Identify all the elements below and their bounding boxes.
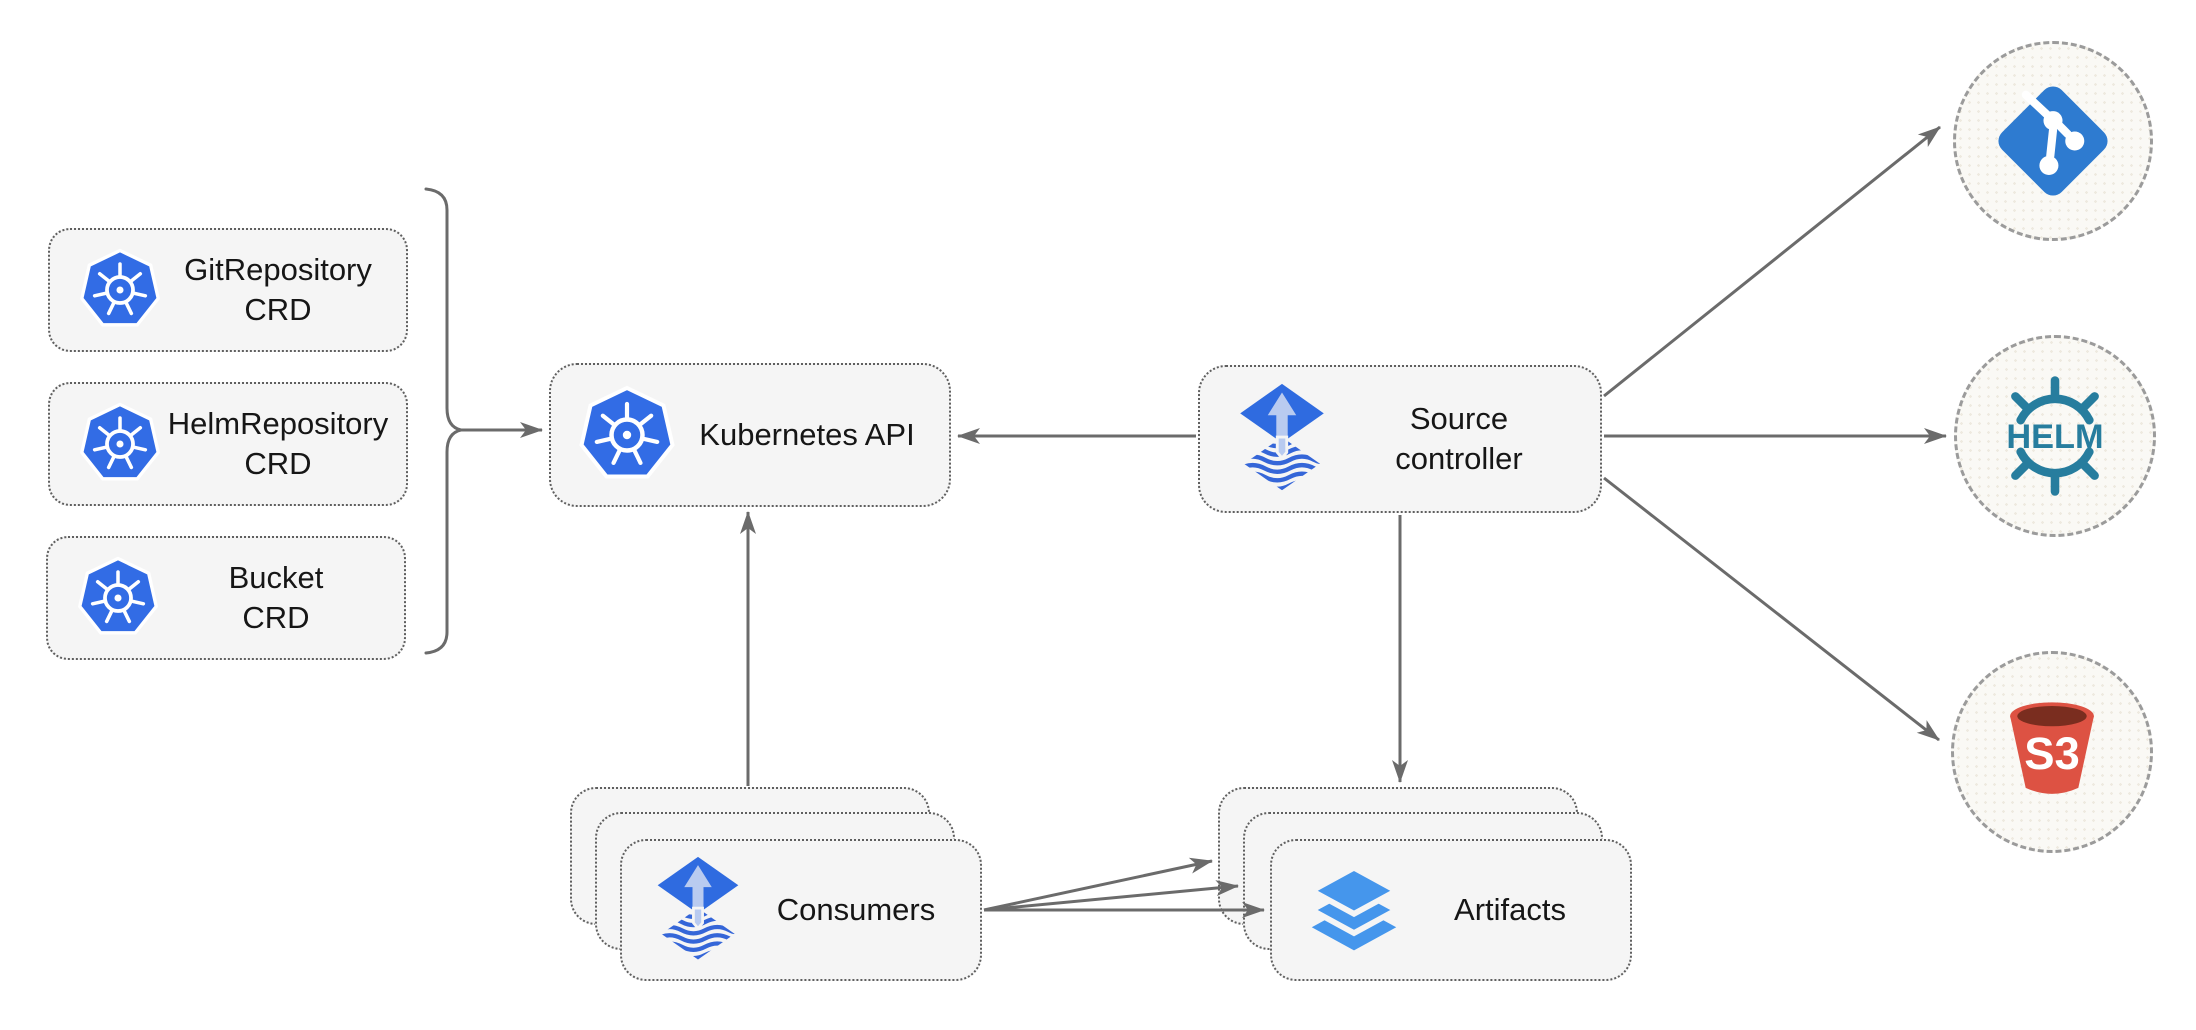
s3-source-circle: S3 bbox=[1951, 651, 2153, 853]
arrow-source-controller-to-git bbox=[1603, 125, 1941, 398]
artifacts-box: Artifacts bbox=[1270, 839, 1632, 981]
kubernetes-icon bbox=[79, 248, 161, 327]
artifacts-label: Artifacts bbox=[1454, 891, 1566, 927]
source-controller-label: Source controller bbox=[1330, 399, 1600, 480]
crd-box-bucket: Bucket CRD bbox=[46, 536, 406, 660]
kubernetes-api-box: Kubernetes API bbox=[549, 363, 951, 507]
helm-logo-text: HELM bbox=[2006, 418, 2103, 456]
arrow-consumers-to-artifacts-middle bbox=[983, 880, 1239, 912]
s3-logo-text: S3 bbox=[2024, 728, 2080, 779]
crd-label-line2: CRD bbox=[244, 446, 312, 481]
kubernetes-icon bbox=[79, 402, 161, 481]
kubernetes-icon bbox=[77, 556, 159, 635]
crd-label-line1: GitRepository bbox=[184, 251, 372, 287]
kubernetes-api-label: Kubernetes API bbox=[699, 416, 915, 452]
flux-icon bbox=[1240, 383, 1324, 491]
crd-label-line2: CRD bbox=[244, 292, 312, 327]
git-source-circle bbox=[1953, 41, 2153, 241]
crd-label-line1: Bucket bbox=[228, 559, 324, 595]
layers-icon bbox=[1306, 864, 1402, 951]
consumers-box: Consumers bbox=[620, 839, 982, 981]
crd-label-line1: HelmRepository bbox=[167, 405, 389, 441]
flux-icon bbox=[657, 856, 739, 960]
crd-label-line2: CRD bbox=[242, 600, 310, 635]
crd-group-brace bbox=[424, 187, 462, 655]
helm-source-circle: HELM bbox=[1954, 335, 2156, 537]
arrow-source-controller-to-s3 bbox=[1603, 476, 1940, 742]
crd-box-label: GitRepository CRD bbox=[162, 250, 406, 331]
crd-box-label: HelmRepository CRD bbox=[162, 404, 406, 485]
helm-icon: HELM bbox=[2006, 376, 2104, 496]
source-controller-label-line1: Source bbox=[1409, 400, 1509, 436]
crd-box-label: Bucket CRD bbox=[160, 558, 404, 639]
crd-box-helmrepository: HelmRepository CRD bbox=[48, 382, 408, 506]
git-icon bbox=[1998, 86, 2108, 196]
s3-icon: S3 bbox=[2010, 702, 2094, 794]
arrow-consumers-to-artifacts-back bbox=[983, 857, 1213, 912]
source-controller-label-line2: controller bbox=[1395, 441, 1523, 476]
crd-box-gitrepository: GitRepository CRD bbox=[48, 228, 408, 352]
consumers-label: Consumers bbox=[776, 891, 936, 927]
kubernetes-icon bbox=[579, 385, 675, 479]
source-controller-box: Source controller bbox=[1198, 365, 1602, 513]
